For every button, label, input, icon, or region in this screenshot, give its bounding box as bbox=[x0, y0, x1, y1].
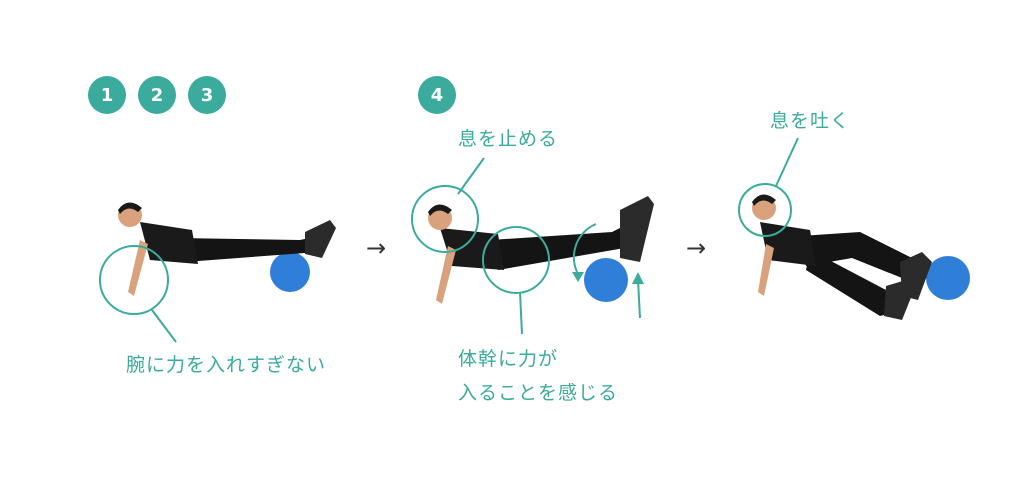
label-core-line2: 入ることを感じる bbox=[458, 382, 619, 404]
arrow-right-icon: → bbox=[686, 234, 707, 262]
arrow-right-icon: → bbox=[366, 234, 387, 262]
step-badge-1: 1 bbox=[88, 76, 126, 114]
label-exhale: 息を吐く bbox=[770, 110, 851, 132]
figure-3 bbox=[738, 137, 970, 320]
step-badge-4: 4 bbox=[418, 76, 456, 114]
head-circle-3 bbox=[738, 183, 792, 237]
label-core-line1: 体幹に力が bbox=[458, 348, 559, 370]
label-arms-relax: 腕に力を入れすぎない bbox=[126, 354, 327, 376]
core-circle bbox=[482, 226, 550, 294]
label-hold-breath: 息を止める bbox=[458, 128, 559, 150]
arm-circle bbox=[99, 245, 169, 315]
ball-2 bbox=[584, 258, 628, 302]
figure-1 bbox=[99, 202, 336, 343]
head-circle bbox=[411, 185, 479, 253]
step-badge-2: 2 bbox=[138, 76, 176, 114]
figure-2 bbox=[411, 157, 654, 335]
ball-1 bbox=[270, 252, 310, 292]
ball-3 bbox=[926, 256, 970, 300]
step-badge-3: 3 bbox=[188, 76, 226, 114]
